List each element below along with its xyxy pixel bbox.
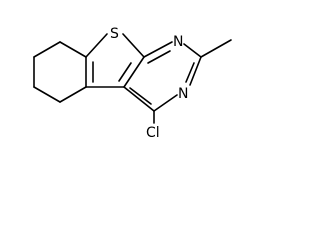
bond-c4-c5	[59, 86, 87, 103]
double-bond-c2-n3-inner	[185, 62, 195, 83]
bond-s-c7a	[122, 33, 145, 58]
substituents	[153, 39, 232, 124]
bond-c7a-n1	[143, 41, 173, 58]
atom-label-nitrogen-top: N	[173, 34, 183, 50]
atom-label-nitrogen-bottom: N	[178, 86, 188, 102]
bond-n3-c4	[153, 94, 178, 112]
bond-c4-c4a	[123, 86, 155, 112]
atom-label-chlorine: Cl	[146, 125, 160, 141]
bond-c7a-c4a	[123, 56, 145, 88]
bond-c3-c4	[33, 86, 61, 103]
bond-c2-methyl	[200, 39, 232, 58]
cyclohexane-ring	[33, 41, 87, 103]
double-bond-c4-c4a-inner	[129, 87, 152, 105]
double-bond-c4a-c7a-inner	[118, 62, 132, 82]
molecule-structure: S N N Cl	[33, 26, 232, 141]
bond-c1-c2	[33, 41, 61, 58]
atom-label-sulfur: S	[110, 26, 119, 42]
bond-n1-c2	[183, 43, 202, 58]
bond-c6-s	[85, 33, 108, 58]
thiophene-ring	[85, 33, 145, 88]
bond-c2-n3	[189, 56, 202, 86]
pyrimidine-ring	[123, 41, 202, 112]
bond-c6-c1	[59, 41, 87, 58]
double-bond-n1-c7a-inner	[147, 50, 171, 64]
